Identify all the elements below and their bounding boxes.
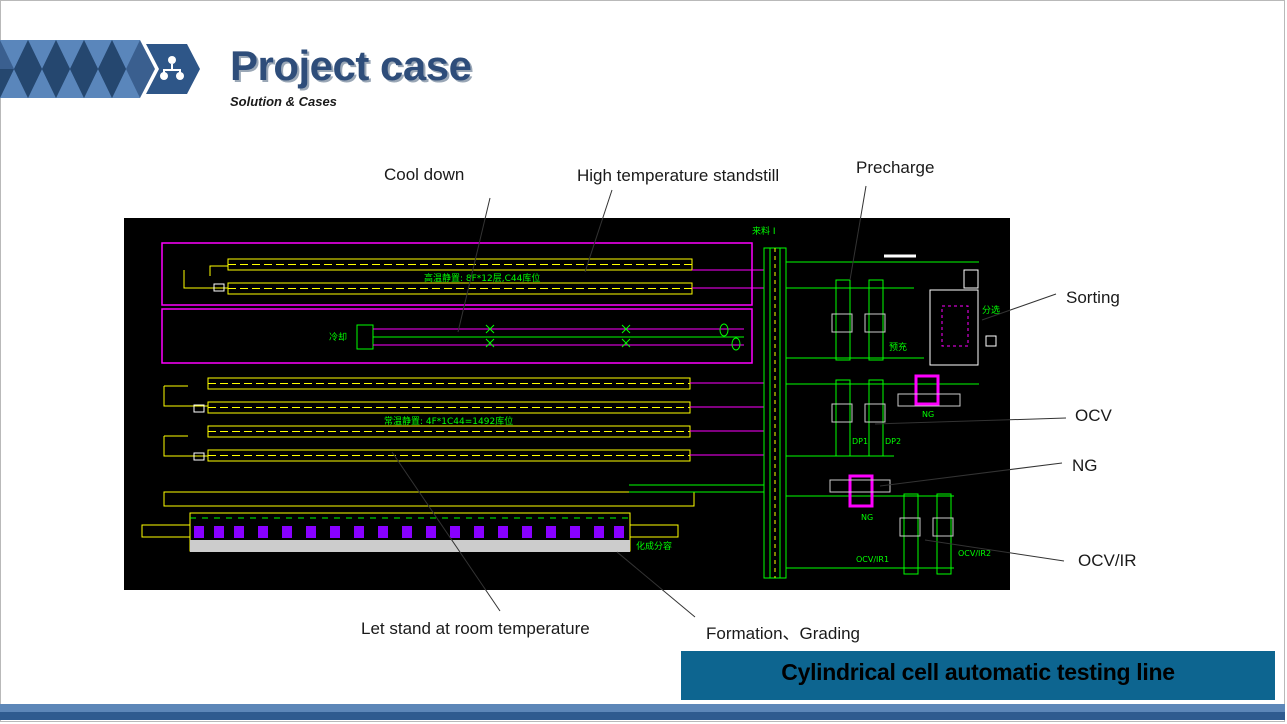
label-precharge: Precharge: [856, 158, 935, 177]
caption-text: Cylindrical cell automatic testing line: [781, 659, 1175, 685]
cad-feed-text: 来料 I: [752, 225, 776, 237]
cad-ocv-ir1-text: OCV/IR1: [856, 555, 889, 564]
room-temp-row-4: [207, 449, 691, 462]
label-formation-grading: Formation、Grading: [706, 624, 861, 643]
cad-formation-text: 化成分容: [636, 540, 672, 552]
cad-precharge-text: 预充: [889, 341, 907, 353]
page-title: Project case: [230, 42, 472, 89]
cad-ocv-ir2-text: OCV/IR2: [958, 549, 991, 558]
footer-bar-dark: [0, 712, 1285, 720]
label-room-temperature: Let stand at room temperature: [361, 619, 590, 638]
network-icon: [160, 56, 184, 80]
cad-ng1-text: NG: [922, 410, 934, 419]
label-high-temperature-standstill: High temperature standstill: [577, 166, 780, 185]
ocv-ir-units: [899, 493, 954, 575]
cad-dp2-text: DP2: [885, 437, 901, 446]
cad-ng2-text: NG: [861, 513, 873, 522]
header-banner: [0, 40, 205, 98]
cad-sorting-text: 分选: [982, 304, 1000, 316]
high-temp-row-1: [227, 258, 693, 271]
high-temp-row-2: [227, 282, 693, 295]
sorting-machine: [929, 269, 997, 366]
room-temp-row-3: [207, 425, 691, 438]
cad-cool-text: 冷却: [329, 331, 347, 343]
label-ocv-ir: OCV/IR: [1078, 551, 1137, 570]
label-cool-down: Cool down: [384, 165, 465, 184]
cad-layout-drawing: 高温静置: 8F*12层,C44库位 冷却: [124, 218, 1010, 590]
cad-dp1-text: DP1: [852, 437, 868, 446]
main-conveyor: [763, 247, 787, 579]
cad-high-temp-text: 高温静置: 8F*12层,C44库位: [424, 272, 540, 284]
cad-room-temp-text: 常温静置: 4F*1C44=1492库位: [384, 415, 513, 427]
label-sorting: Sorting: [1066, 288, 1120, 307]
label-ng: NG: [1072, 456, 1098, 475]
room-temp-row-1: [207, 377, 691, 390]
label-ocv: OCV: [1075, 406, 1112, 425]
footer-bar-light: [0, 704, 1285, 712]
room-temp-row-2: [207, 401, 691, 414]
caption-box: Cylindrical cell automatic testing line: [681, 651, 1275, 700]
precharge-units: [831, 279, 886, 361]
page-subtitle: Solution & Cases: [230, 94, 337, 109]
formation-cabinets: [189, 512, 631, 552]
